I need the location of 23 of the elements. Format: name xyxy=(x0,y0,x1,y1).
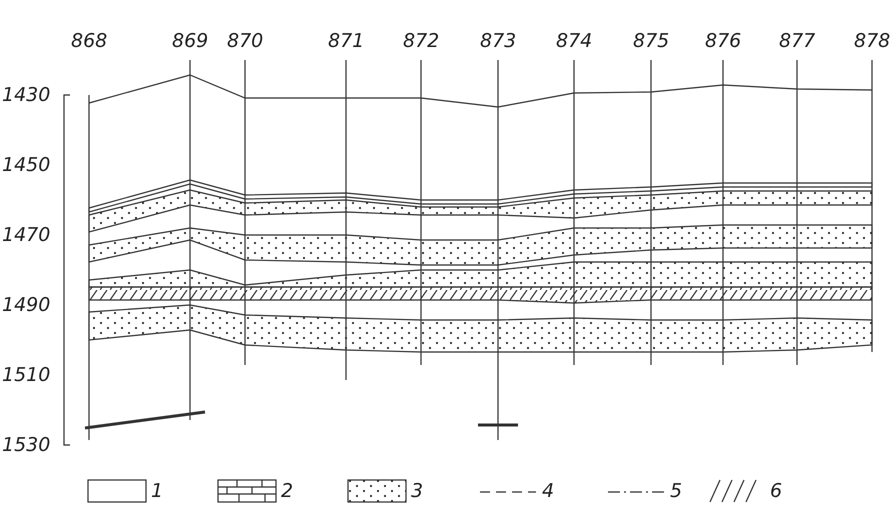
legend-number: 1 xyxy=(151,479,164,504)
well-number: 877 xyxy=(779,30,816,52)
well-number: 869 xyxy=(172,30,208,52)
depth-value: 1470 xyxy=(2,224,50,246)
well-number: 872 xyxy=(403,30,440,52)
legend-number: 4 xyxy=(542,479,554,504)
well-number: 876 xyxy=(705,30,742,52)
legend-number: 3 xyxy=(411,479,424,504)
well-number: 870 xyxy=(227,30,264,52)
well-number: 878 xyxy=(854,30,890,52)
legend-number: 5 xyxy=(670,479,682,504)
depth-value: 1430 xyxy=(2,84,50,106)
depth-value: 1530 xyxy=(2,434,50,456)
legend-number: 6 xyxy=(770,479,782,504)
legend-number: 2 xyxy=(281,479,294,504)
depth-value: 1490 xyxy=(2,294,50,316)
well-number: 873 xyxy=(480,30,516,52)
well-number: 871 xyxy=(328,30,364,52)
depth-value: 1510 xyxy=(2,364,50,386)
depth-value: 1450 xyxy=(2,154,50,176)
well-number: 875 xyxy=(633,30,670,52)
well-number: 874 xyxy=(556,30,592,52)
well-number: 868 xyxy=(71,30,108,52)
